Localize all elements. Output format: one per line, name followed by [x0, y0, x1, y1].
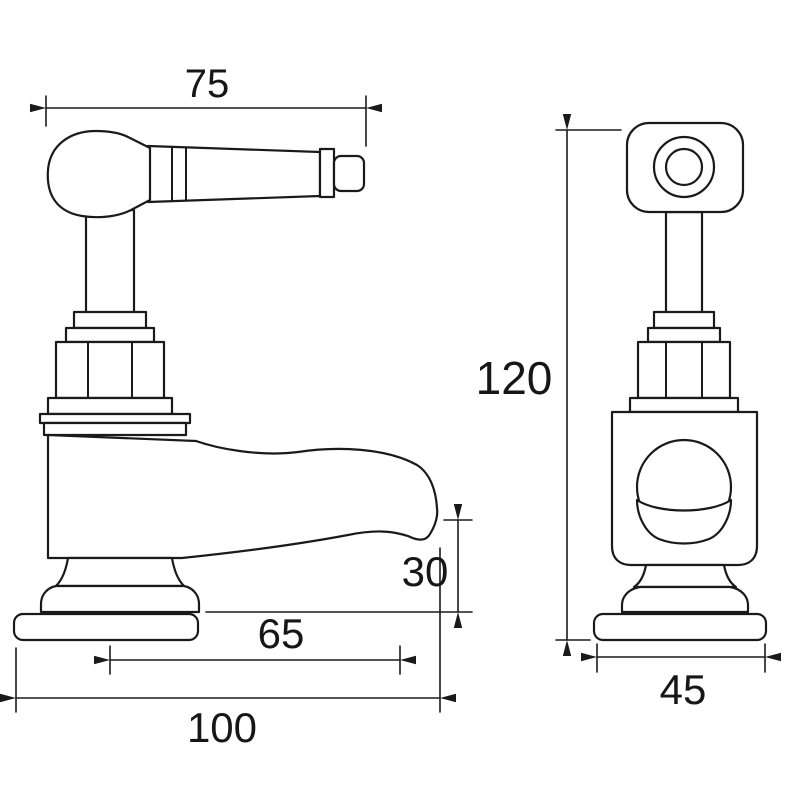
- side-base-neck: [54, 556, 186, 588]
- front-handle-ring-inner: [664, 147, 704, 187]
- side-base-plate: [12, 612, 200, 642]
- front-base-plate: [592, 612, 768, 642]
- side-view: [12, 129, 439, 642]
- overall-length-dimension: 100: [0, 547, 456, 751]
- lever-tip-cap: [332, 154, 366, 193]
- handle-grip: [46, 129, 152, 219]
- overall-length-label: 100: [187, 704, 257, 751]
- side-collar-small: [72, 310, 148, 330]
- lever-tip-step: [318, 147, 336, 199]
- front-hex-nut: [636, 340, 732, 400]
- side-stem: [84, 208, 136, 316]
- overall-height-label: 120: [476, 352, 553, 404]
- side-collar-mid: [64, 326, 156, 344]
- side-hex-nut: [54, 340, 166, 400]
- spout-reach-dimension: 65: [94, 610, 416, 675]
- spout-clearance-label: 30: [402, 548, 449, 595]
- front-stem: [664, 210, 704, 316]
- front-base-flange: [620, 585, 750, 614]
- front-view: [592, 121, 768, 642]
- side-body-flange: [42, 421, 188, 437]
- base-width-dimension: 45: [581, 643, 781, 713]
- handle-width-label: 75: [185, 62, 230, 106]
- front-collar-lower: [628, 396, 740, 414]
- spout-reach-label: 65: [258, 610, 305, 657]
- front-collar-mid: [646, 326, 722, 344]
- side-base-flange: [39, 584, 201, 614]
- overall-height-dimension: 120: [476, 114, 622, 656]
- lever-arm: [146, 144, 322, 204]
- side-collar-lower: [46, 396, 174, 416]
- front-collar-small: [652, 310, 716, 330]
- base-width-label: 45: [660, 666, 707, 713]
- handle-width-dimension: 75: [30, 62, 382, 147]
- side-body-flange-top: [38, 412, 192, 425]
- front-spout-nose: [635, 498, 733, 545]
- body-and-spout: [46, 433, 439, 560]
- front-base-neck: [632, 563, 738, 589]
